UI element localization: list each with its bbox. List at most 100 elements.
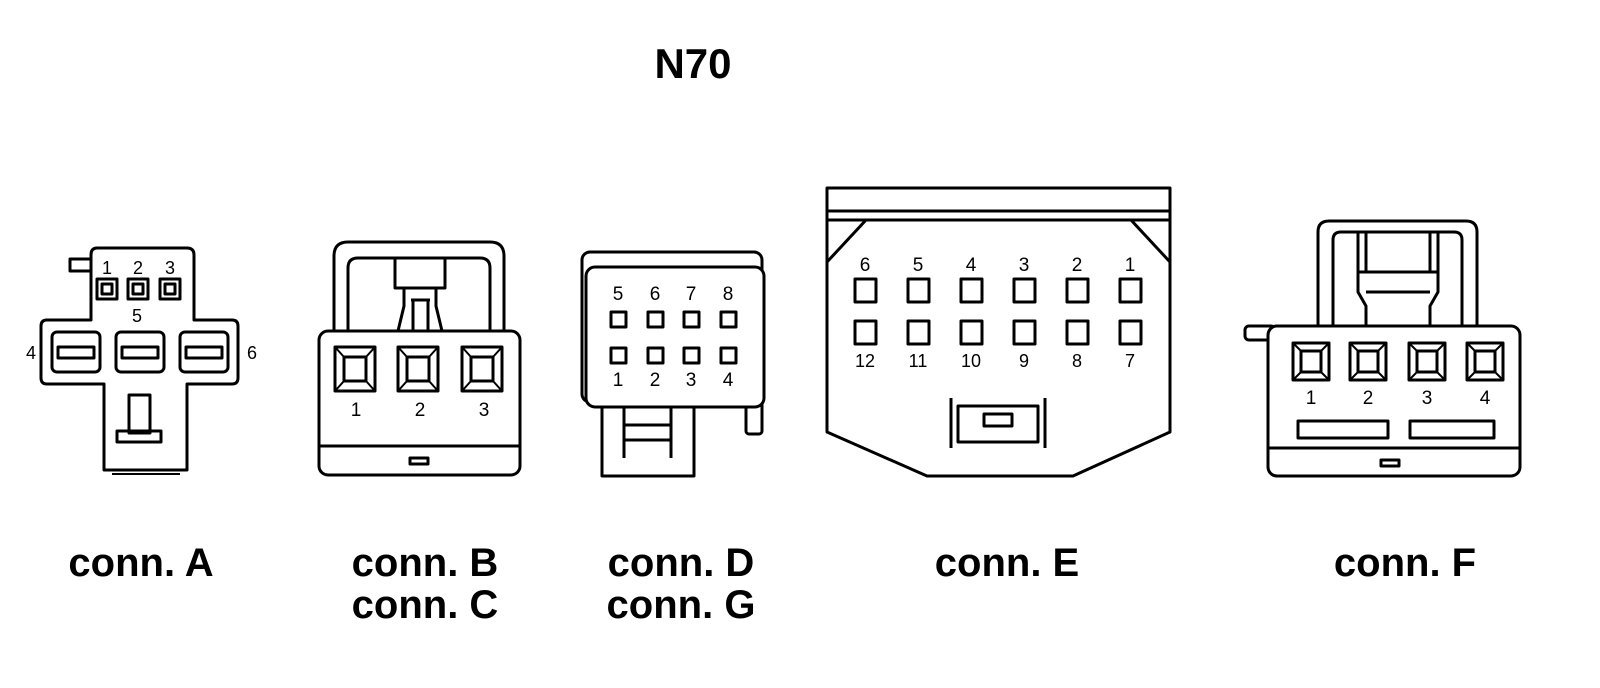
connector-e-pins xyxy=(853,277,1143,346)
connector-a: 1 2 3 5 4 6 xyxy=(26,246,257,475)
connector-f-slot xyxy=(1296,419,1390,440)
pin-label: 4 xyxy=(723,370,734,391)
pin-socket xyxy=(609,346,628,365)
pin-socket xyxy=(1465,341,1505,382)
pin-label: 2 xyxy=(415,400,426,421)
connector-b-key-slot xyxy=(408,456,430,466)
connector-e-chamfer xyxy=(825,218,868,264)
connector-e-key-slot xyxy=(982,412,1014,428)
pin-label: 5 xyxy=(613,284,624,305)
connector-g-caption: conn. G xyxy=(607,583,756,627)
blade-slot xyxy=(120,345,160,360)
connector-e-housing xyxy=(825,186,1172,478)
pin-label: 2 xyxy=(1363,388,1374,409)
pin-socket-bevel xyxy=(1408,342,1446,381)
pin-socket xyxy=(906,319,931,346)
pin-socket xyxy=(682,346,701,365)
pin-socket-bevel xyxy=(1292,342,1330,381)
connector-b-latch-arch-inner xyxy=(346,256,492,331)
connector-e: 6 5 4 3 2 1 12 11 10 9 8 7 xyxy=(825,186,1172,478)
blade-socket xyxy=(50,330,102,374)
pin-socket-bevel xyxy=(1349,342,1387,381)
pin-socket-inner xyxy=(1473,349,1497,374)
pin-label: 11 xyxy=(909,351,928,371)
pin-label: 4 xyxy=(26,343,36,363)
connector-f-latch-block xyxy=(1356,230,1440,274)
pin-socket xyxy=(126,277,150,301)
pin-label: 8 xyxy=(723,284,734,305)
pin-label: 2 xyxy=(1072,255,1083,276)
pin-label: 2 xyxy=(650,370,661,391)
pin-label: 6 xyxy=(247,343,257,363)
connector-b-latch-block xyxy=(393,256,447,290)
pin-socket xyxy=(719,346,738,365)
pin-socket xyxy=(1348,341,1388,382)
blade-socket xyxy=(178,330,230,374)
pin-label: 6 xyxy=(860,255,871,276)
pin-label: 1 xyxy=(613,370,624,391)
connector-a-key xyxy=(127,393,152,435)
blade-socket xyxy=(114,330,166,374)
pin-label: 3 xyxy=(1019,255,1030,276)
pin-socket xyxy=(719,310,738,329)
connector-b: 1 2 3 xyxy=(317,240,522,477)
pin-socket xyxy=(1118,277,1143,304)
pin-socket xyxy=(1065,319,1090,346)
pin-socket xyxy=(158,277,182,301)
connector-f-latch-arch xyxy=(1316,219,1479,326)
connector-b-pins xyxy=(333,345,504,393)
connector-e-chamfer xyxy=(1129,218,1172,264)
pin-socket xyxy=(959,319,984,346)
pin-label: 7 xyxy=(686,284,697,305)
pin-socket xyxy=(906,277,931,304)
pin-label: 5 xyxy=(913,255,924,276)
pin-socket-inner xyxy=(1356,349,1380,374)
pin-label: 8 xyxy=(1072,351,1082,371)
connector-f-pins xyxy=(1291,341,1505,382)
pin-socket xyxy=(333,345,377,393)
pin-label: 4 xyxy=(966,255,977,276)
pin-socket xyxy=(1065,277,1090,304)
connector-d-pins xyxy=(609,310,738,365)
connector-b-caption: conn. B xyxy=(352,541,499,585)
pin-socket xyxy=(1012,277,1037,304)
pin-label: 1 xyxy=(1125,255,1136,276)
pin-label: 1 xyxy=(102,258,112,278)
pin-socket-inner xyxy=(469,355,495,383)
connector-a-key-base xyxy=(115,429,163,444)
pin-label: 9 xyxy=(1019,351,1029,371)
connector-a-top-pins xyxy=(95,277,182,301)
connector-f-key-slot xyxy=(1379,458,1401,468)
pin-label: 3 xyxy=(686,370,697,391)
pin-label: 2 xyxy=(133,258,143,278)
connector-c-caption: conn. C xyxy=(352,583,499,627)
pin-label: 12 xyxy=(855,351,875,371)
connector-f-caption: conn. F xyxy=(1334,541,1476,585)
pin-socket xyxy=(1407,341,1447,382)
pin-label: 3 xyxy=(479,400,490,421)
pin-socket-inner xyxy=(131,282,145,296)
pin-label: 3 xyxy=(165,258,175,278)
connector-f-latch-arch-inner xyxy=(1331,230,1464,326)
pin-socket xyxy=(1118,319,1143,346)
connector-a-caption: conn. A xyxy=(68,541,213,585)
pin-socket xyxy=(1012,319,1037,346)
pin-socket-bevel xyxy=(1466,342,1504,381)
connector-b-latch-neck xyxy=(396,288,444,332)
pin-socket-inner xyxy=(163,282,177,296)
connector-e-caption: conn. E xyxy=(935,541,1079,585)
diagram-title: N70 xyxy=(654,40,731,87)
pin-label: 1 xyxy=(1306,388,1317,409)
pin-label: 1 xyxy=(351,400,362,421)
pin-socket-inner xyxy=(342,355,368,383)
connector-e-key xyxy=(949,398,1047,448)
pin-socket xyxy=(959,277,984,304)
pin-socket xyxy=(460,345,504,393)
pin-socket xyxy=(853,319,878,346)
pin-socket xyxy=(646,310,665,329)
blade-slot xyxy=(56,345,96,360)
pin-socket xyxy=(95,277,119,301)
connector-d-latch-detail xyxy=(622,408,673,458)
pin-label: 6 xyxy=(650,284,661,305)
